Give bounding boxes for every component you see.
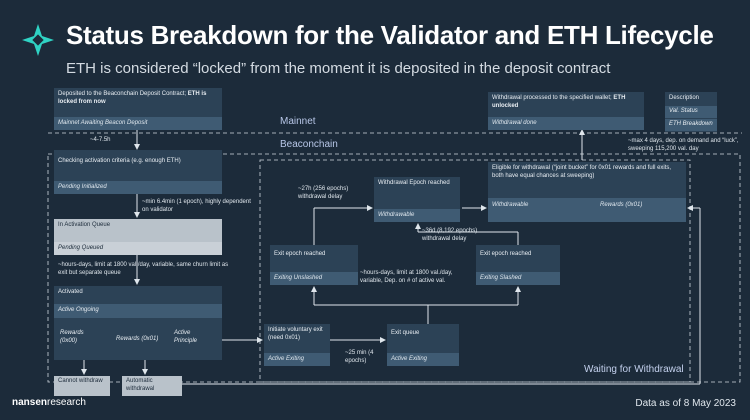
exit-queue-box: Exit queue Active Exiting	[387, 324, 459, 366]
activation-queue-box: In Activation Queue Pending Queued	[54, 219, 222, 255]
rewards-0x00: Rewards (0x00)	[60, 330, 84, 344]
exit-unslashed-text: Exit epoch reached	[274, 251, 326, 257]
active-principle: Active Principle	[174, 330, 198, 344]
processed-text: Withdrawal processed to the specified wa…	[492, 95, 614, 101]
nansen-logo-icon	[22, 24, 54, 56]
annotation-sweeping: ~max 4 days, dep. on demand and “luck”, …	[628, 138, 739, 152]
cannot-withdraw-text: Cannot withdraw	[58, 378, 103, 384]
eligible-status-row: Withdrawable Rewards (0x01)	[488, 198, 686, 222]
beaconchain-label: Beaconchain	[280, 139, 338, 150]
legend-breakdown: ETH Breakdown	[665, 119, 717, 131]
withdrawal-epoch-box: Withdrawal Epoch reached Withdrawable	[374, 177, 460, 222]
annotation-activation-epoch: ~min 6.4min (1 epoch), highly dependent …	[142, 199, 251, 213]
brand-nansen: nansen	[12, 397, 48, 408]
nansen-research-brand: nansenresearch	[12, 397, 86, 408]
automatic-withdrawal-box: Automatic withdrawal	[122, 376, 182, 396]
waiting-for-withdrawal-label: Waiting for Withdrawal	[584, 364, 684, 375]
mainnet-label: Mainnet	[280, 116, 316, 127]
annotation-withdrawal-delay-long: ~36d (8,192 epochs) withdrawal delay	[422, 228, 478, 242]
legend-status: Val. Status	[665, 106, 717, 118]
deposit-status: Mainnet Awaiting Beacon Deposit	[54, 116, 222, 130]
annotation-exit-queue: ~hours-days, limit at 1800 val./day, var…	[360, 270, 453, 284]
eligible-box: Eligible for withdrawal (“joint bucket” …	[488, 162, 686, 222]
exit-slashed-box: Exit epoch reached Exiting Slashed	[476, 245, 560, 285]
activated-box: Activated Active Ongoing Rewards (0x00) …	[54, 286, 222, 360]
exit-queue-text: Exit queue	[391, 330, 420, 336]
eligible-text: Eligible for withdrawal (“joint bucket” …	[492, 165, 672, 179]
annotation-deposit-delay: ~4-7.5h	[90, 137, 111, 143]
brand-research: research	[47, 397, 86, 408]
processed-status: Withdrawal done	[488, 116, 644, 130]
checking-box: Checking activation criteria (e.g. enoug…	[54, 150, 222, 194]
annotation-activation-queue: ~hours-days, limit at 1800 val./day, var…	[58, 262, 229, 276]
activated-status: Active Ongoing	[54, 304, 222, 318]
voluntary-status: Active Exiting	[264, 352, 330, 366]
voluntary-text: Initiate voluntary exit (need 0x01)	[268, 327, 323, 341]
eligible-breakdown: Rewards (0x01)	[600, 202, 643, 208]
automatic-withdrawal-text: Automatic withdrawal	[126, 378, 155, 392]
checking-text: Checking activation criteria (e.g. enoug…	[58, 158, 181, 164]
cannot-withdraw-box: Cannot withdraw	[54, 376, 110, 396]
rewards-0x01: Rewards (0x01)	[116, 336, 159, 342]
queue-status: Pending Queued	[54, 241, 222, 255]
checking-status: Pending Initialized	[54, 180, 222, 194]
withdrawal-epoch-status: Withdrawable	[374, 208, 460, 222]
deposit-box: Deposited to the Beaconchain Deposit Con…	[54, 88, 222, 130]
voluntary-exit-box: Initiate voluntary exit (need 0x01) Acti…	[264, 324, 330, 366]
page-title: Status Breakdown for the Validator and E…	[66, 20, 714, 50]
queue-text: In Activation Queue	[58, 222, 111, 228]
page-subtitle: ETH is considered “locked” from the mome…	[66, 60, 611, 77]
exit-slashed-status: Exiting Slashed	[476, 271, 560, 285]
deposit-text: Deposited to the Beaconchain Deposit Con…	[58, 91, 188, 97]
exit-unslashed-status: Exiting Unslashed	[270, 271, 358, 285]
deposit-text-bold: ETH is locked from now	[58, 91, 207, 105]
annotation-withdrawal-delay-short: ~27h (256 epochs) withdrawal delay	[298, 186, 349, 200]
exit-queue-status: Active Exiting	[387, 352, 459, 366]
legend-box: Description Val. Status ETH Breakdown	[665, 92, 717, 132]
eligible-status: Withdrawable	[492, 202, 529, 208]
withdrawal-epoch-text: Withdrawal Epoch reached	[378, 180, 450, 186]
legend-title: Description	[669, 95, 700, 101]
withdrawal-processed-box: Withdrawal processed to the specified wa…	[488, 92, 644, 130]
exit-slashed-text: Exit epoch reached	[480, 251, 532, 257]
exit-unslashed-box: Exit epoch reached Exiting Unslashed	[270, 245, 358, 285]
processed-text-bold: ETH unlocked	[492, 95, 626, 109]
annotation-exit-epochs: ~25 min (4 epochs)	[345, 350, 374, 364]
activated-text: Activated	[58, 289, 83, 295]
data-date: Data as of 8 May 2023	[635, 398, 736, 409]
